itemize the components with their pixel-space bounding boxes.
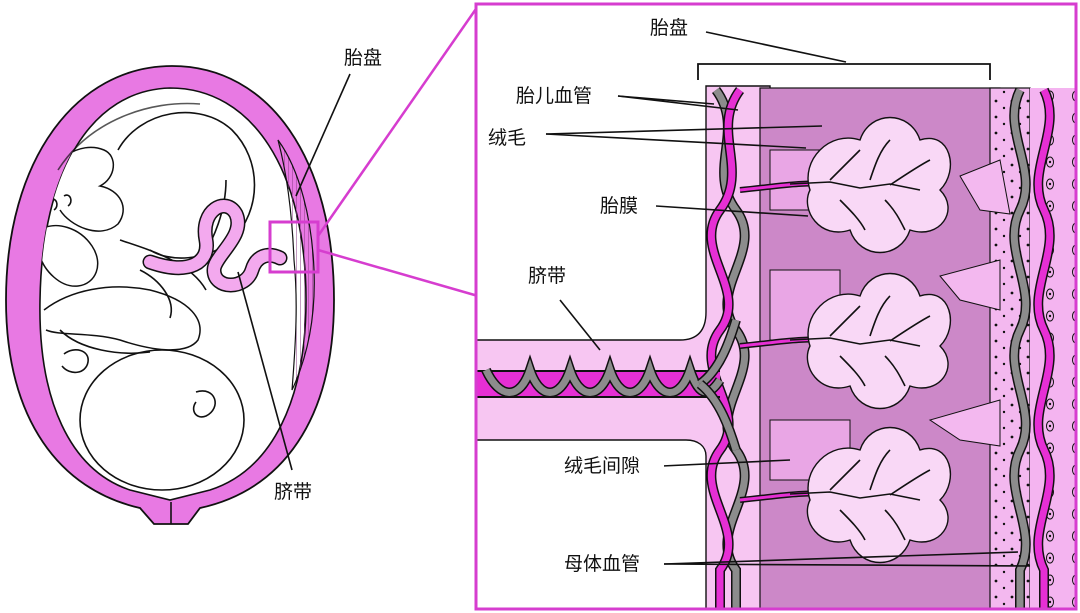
fetus bbox=[39, 111, 256, 491]
magnified-panel-frame bbox=[474, 2, 1078, 611]
label-maternal-vessels: 母体血管 bbox=[564, 553, 640, 575]
label-placenta-left: 胎盘 bbox=[344, 47, 382, 69]
label-placenta-right: 胎盘 bbox=[650, 17, 688, 39]
placenta-bracket bbox=[697, 63, 991, 80]
magnified-panel bbox=[476, 4, 1076, 609]
leader-lines bbox=[237, 31, 1031, 567]
label-umbilical-cord-right: 脐带 bbox=[528, 265, 566, 287]
labels: 胎盘 脐带 胎盘 胎儿血管 绒毛 胎膜 脐带 绒毛间隙 母体血管 bbox=[270, 14, 702, 576]
label-fetal-membrane: 胎膜 bbox=[600, 195, 638, 217]
label-intervillous-space: 绒毛间隙 bbox=[564, 455, 640, 477]
label-fetal-vessels: 胎儿血管 bbox=[516, 85, 592, 107]
umbilical-cord-right bbox=[476, 318, 741, 452]
chorionic-region bbox=[476, 85, 771, 609]
placenta-left bbox=[277, 139, 315, 391]
zoom-connectors bbox=[316, 5, 480, 298]
label-umbilical-cord-left: 脐带 bbox=[274, 481, 312, 503]
uterus-illustration bbox=[5, 65, 335, 525]
label-villi: 绒毛 bbox=[488, 127, 526, 149]
villus-tree bbox=[789, 272, 952, 410]
villus-tree bbox=[789, 116, 952, 254]
villus-tree bbox=[789, 426, 952, 564]
magnifier-box bbox=[268, 220, 320, 274]
